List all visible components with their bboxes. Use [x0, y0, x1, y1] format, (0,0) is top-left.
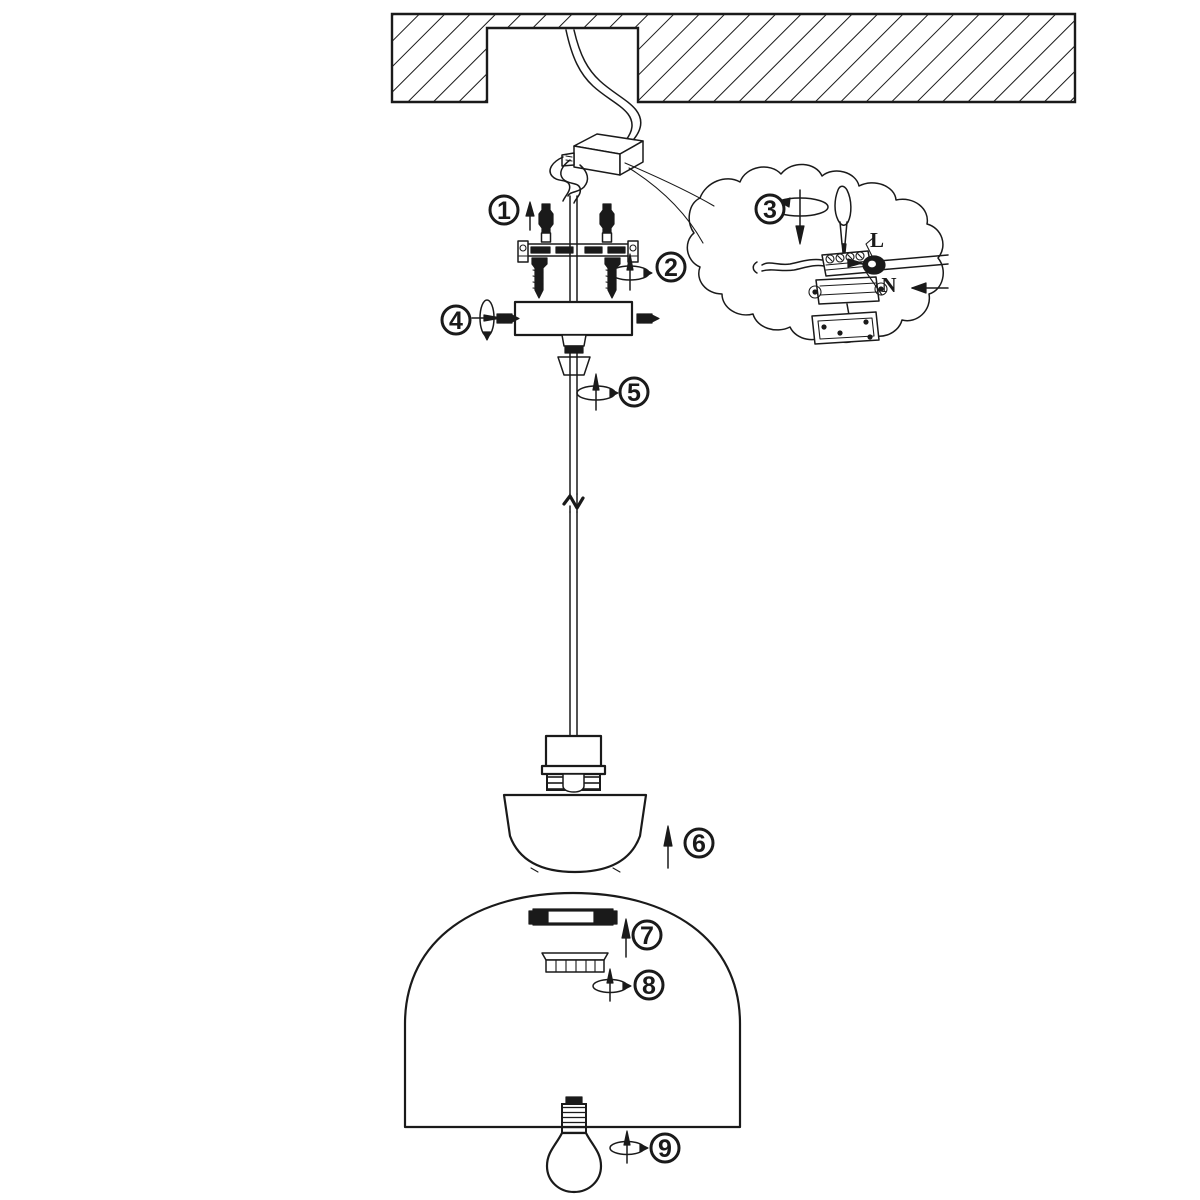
step7-push-up-arrow [621, 918, 631, 958]
step-badge-9: 9 [649, 1132, 681, 1164]
canopy-stem-cable [569, 195, 578, 303]
lamp-supply-wire-loop [549, 156, 589, 204]
step9-rotate-icon [609, 1130, 649, 1164]
step-badge-8-label: 8 [642, 972, 656, 1000]
e27-lamp-holder [540, 734, 607, 793]
step-badge-5: 5 [618, 376, 650, 408]
ceiling-canopy-cover [513, 300, 634, 337]
canopy-set-screws [496, 313, 660, 324]
bowl-diffuser [502, 793, 648, 874]
step-badge-3: 3 [754, 193, 786, 225]
step-badge-6-label: 6 [692, 830, 706, 858]
step6-push-up-arrow [663, 825, 673, 869]
step-badge-4-label: 4 [449, 307, 463, 335]
cable-cord-grip [557, 334, 591, 376]
step-badge-9-label: 9 [658, 1135, 672, 1163]
step-badge-7-label: 7 [640, 922, 654, 950]
wall-plug-anchors [525, 201, 615, 243]
step-badge-5-label: 5 [627, 379, 641, 407]
live-wire-label: L [870, 228, 884, 252]
step-badge-6: 6 [683, 827, 715, 859]
ceiling-mounting-bracket [517, 240, 639, 263]
step8-rotate-icon [592, 968, 632, 1002]
step-badge-7: 7 [631, 919, 663, 951]
wiring-detail-callout [686, 163, 944, 344]
dome-lamp-shade [403, 891, 742, 1129]
callout-live-neutral-wire [847, 237, 949, 296]
shade-mounting-plate [528, 908, 618, 926]
step4-rotate-icon [471, 299, 504, 341]
callout-leader-lines [624, 162, 715, 244]
neutral-wire-label: N [881, 273, 896, 297]
step-badge-3-label: 3 [763, 196, 777, 224]
step-badge-8: 8 [633, 969, 665, 1001]
step-badge-1: 1 [488, 194, 520, 226]
e27-light-bulb [545, 1096, 603, 1194]
ceiling-slab [390, 12, 1077, 104]
step-badge-1-label: 1 [497, 197, 511, 225]
mains-supply-cable [565, 29, 642, 141]
step5-rotate-icon [576, 373, 619, 411]
cable-length-break-symbol [562, 493, 585, 513]
mounting-screws [531, 257, 621, 299]
step-badge-2: 2 [655, 251, 687, 283]
step2-rotate-icon [610, 253, 653, 291]
junction-connector-box [561, 133, 644, 176]
step-badge-2-label: 2 [664, 254, 678, 282]
shade-retaining-ring-nut [541, 952, 609, 973]
suspension-cable [569, 352, 578, 737]
step-badge-4: 4 [440, 304, 472, 336]
callout-screwdriver-icon [834, 185, 852, 255]
